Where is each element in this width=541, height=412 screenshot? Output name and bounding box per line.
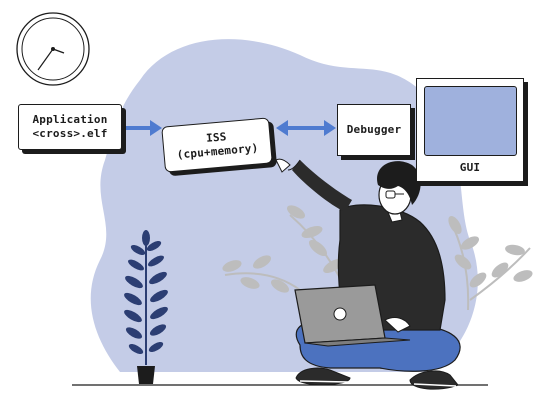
iss-sub-label: (cpu+memory) xyxy=(176,141,259,162)
gui-label: GUI xyxy=(459,161,481,174)
application-box: Application <cross>.elf xyxy=(18,104,122,150)
plant-icon xyxy=(124,230,168,384)
gui-screen xyxy=(424,86,517,156)
gui-box: GUI xyxy=(416,78,524,182)
application-file-label: <cross>.elf xyxy=(32,127,108,140)
arrow-iss-debugger xyxy=(276,120,336,136)
iss-box: ISS (cpu+memory) xyxy=(161,117,273,173)
arrow-app-to-iss xyxy=(126,120,162,136)
debugger-label: Debugger xyxy=(346,123,402,136)
debugger-box: Debugger xyxy=(337,104,411,156)
clock-icon xyxy=(16,12,90,86)
application-label: Application xyxy=(32,113,108,126)
person-with-laptop-icon xyxy=(275,158,461,390)
